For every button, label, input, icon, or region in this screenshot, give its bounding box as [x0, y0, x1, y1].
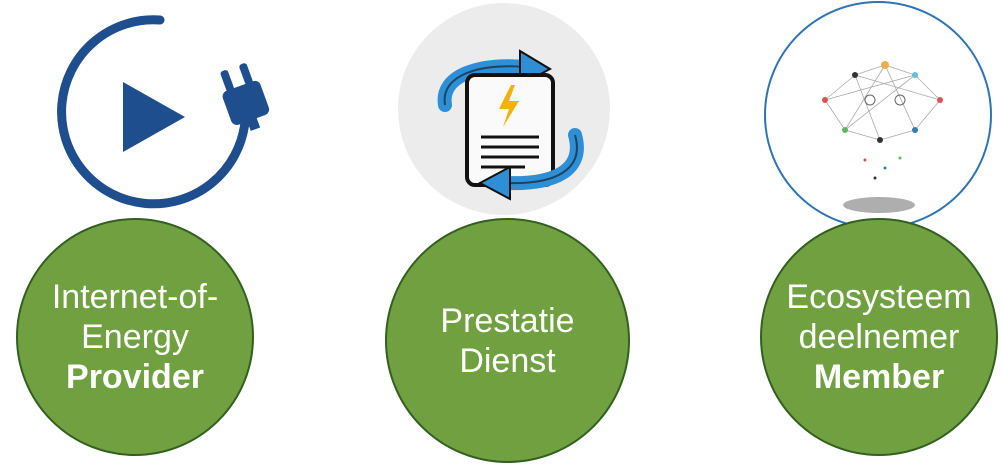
- ecosysteem-member-circle: Ecosysteem deelnemer Member: [760, 218, 998, 456]
- prestatie-dienst-block: Prestatie Dienst: [370, 0, 640, 473]
- document-sync-icon: [437, 49, 584, 201]
- ioe-line-1: Internet-of-: [51, 278, 219, 316]
- ioe-line-2: Energy: [81, 318, 189, 356]
- ecosysteem-line-2: deelnemer: [798, 318, 960, 356]
- network-cloud-icon: [764, 1, 992, 229]
- prestatie-line-1: Prestatie: [440, 301, 575, 340]
- ioe-provider-block: Internet-of- Energy Provider: [0, 0, 270, 473]
- prestatie-line-2: Dienst: [459, 341, 556, 380]
- ioe-provider-circle: Internet-of- Energy Provider: [16, 218, 254, 456]
- power-plug-play-icon: [57, 15, 270, 209]
- prestatie-dienst-circle: Prestatie Dienst: [385, 218, 630, 463]
- ecosysteem-line-1: Ecosysteem: [786, 278, 972, 316]
- ecosysteem-bold-line: Member: [813, 358, 945, 396]
- ecosysteem-member-block: Ecosysteem deelnemer Member: [755, 0, 1003, 473]
- ioe-bold-line: Provider: [66, 358, 204, 396]
